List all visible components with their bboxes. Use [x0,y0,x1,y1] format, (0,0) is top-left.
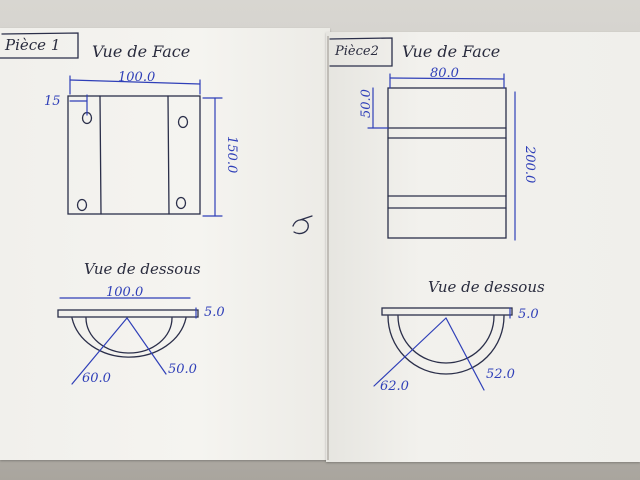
piece1-front-height-label: 150.0 [224,136,239,174]
piece1-outer-radius-leader [71,317,128,385]
piece2-front-title: Vue de Face [402,42,501,61]
piece1-bottom-title: Vue de dessous [84,260,201,278]
piece1-front-line-left [99,95,102,215]
piece2-inner-radius-leader [445,317,485,391]
piece1-bottom-width-label: 100.0 [106,285,144,300]
piece2-front-width-label: 80.0 [430,66,459,81]
piece2-bottom-plate [381,307,513,316]
piece1-hole-br [175,196,187,210]
piece1-width-dim-line [69,79,201,85]
piece1-hole-offset-label: 15 [44,94,61,109]
piece2-tag: Pièce2 [335,44,379,59]
pen-doodle [292,215,313,235]
piece1-tag: Pièce 1 [5,36,61,54]
paper-sheet-right [326,32,640,462]
piece1-inner-arc [85,317,173,354]
piece1-front-width-label: 100.0 [118,70,156,85]
piece2-outer-arc [387,315,505,375]
piece1-inner-radius-label: 50.0 [168,362,197,377]
paper-fold-line [327,36,329,460]
piece2-thickness-label: 5.0 [518,307,539,322]
piece2-front-height-label: 200.0 [522,146,537,184]
piece2-band-label: 50.0 [359,89,374,118]
piece2-width-dim-line [389,77,505,80]
piece2-front-outline [387,87,507,239]
piece2-bottom-title: Vue de dessous [428,278,545,296]
piece1-hole-tr [177,115,189,129]
piece1-tag-box [0,32,79,59]
piece1-outer-radius-label: 60.0 [82,371,111,386]
piece2-inner-radius-label: 52.0 [486,367,515,382]
piece1-outer-arc [71,317,187,358]
piece1-thickness-label: 5.0 [204,305,225,320]
piece2-tag-box [329,37,393,67]
piece1-front-outline [67,95,201,215]
piece2-outer-radius-leader [373,317,447,387]
piece1-bottom-plate [57,309,199,318]
piece1-inner-radius-leader [126,317,167,375]
piece2-inner-arc [397,315,495,364]
paper-sheet-left [0,28,330,460]
piece1-front-title: Vue de Face [92,42,191,61]
piece2-outer-radius-label: 62.0 [380,379,409,394]
piece1-front-line-right [167,95,170,215]
piece1-hole-bl [76,198,88,212]
